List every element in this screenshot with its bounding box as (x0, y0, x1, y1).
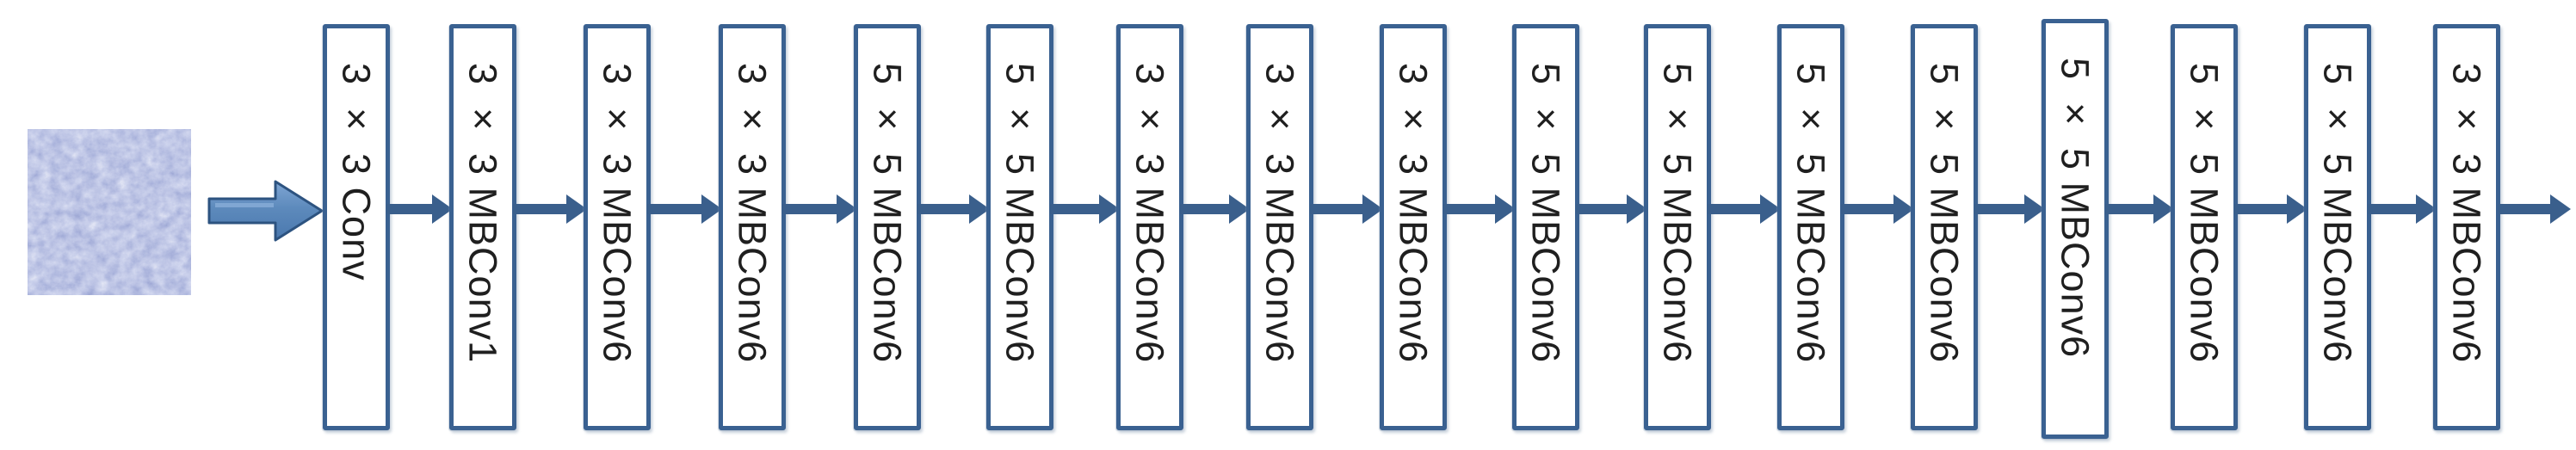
flow-arrow-icon (386, 194, 453, 224)
flow-arrow-icon (1974, 194, 2045, 224)
conv-block-label: 3 × 3 MBConv6 (730, 63, 775, 364)
conv-block-10: 5 × 5 MBConv6 (1512, 24, 1579, 430)
conv-block-16: 5 × 5 MBConv6 (2304, 24, 2371, 430)
conv-block-7: 3 × 3 MBConv6 (1116, 24, 1183, 430)
flow-arrow-icon (513, 194, 587, 224)
flow-arrow-icon (1050, 194, 1120, 224)
conv-block-3: 3 × 3 MBConv6 (584, 24, 651, 430)
conv-block-label: 5 × 5 MBConv6 (1922, 63, 1967, 364)
conv-block-label: 3 × 3 MBConv6 (1127, 63, 1172, 364)
flow-arrow-icon (2105, 194, 2174, 224)
conv-block-6: 5 × 5 MBConv6 (986, 24, 1053, 430)
conv-block-label: 3 × 3 MBConv6 (2444, 63, 2489, 364)
conv-block-label: 5 × 5 MBConv6 (865, 63, 910, 364)
flow-arrow-icon (1180, 194, 1250, 224)
flow-arrow-icon (647, 194, 722, 224)
conv-block-label: 3 × 3 MBConv6 (595, 63, 639, 364)
output-arrow-icon (2499, 194, 2571, 224)
flow-arrow-icon (1841, 194, 1914, 224)
conv-block-4: 3 × 3 MBConv6 (719, 24, 786, 430)
conv-block-8: 3 × 3 MBConv6 (1246, 24, 1313, 430)
conv-block-9: 3 × 3 MBConv6 (1380, 24, 1447, 430)
conv-block-13: 5 × 5 MBConv6 (1911, 24, 1978, 430)
conv-block-label: 5 × 5 MBConv6 (2053, 58, 2097, 359)
conv-block-2: 3 × 3 MBConv1 (449, 24, 516, 430)
conv-block-label: 5 × 5 MBConv6 (998, 63, 1042, 364)
input-image (28, 129, 191, 295)
flow-arrow-icon (1576, 194, 1647, 224)
conv-block-label: 5 × 5 MBConv6 (1523, 63, 1568, 364)
flow-arrow-icon (2368, 194, 2437, 224)
flow-arrow-icon (1443, 194, 1516, 224)
conv-block-label: 5 × 5 MBConv6 (2315, 63, 2360, 364)
tissue-texture-icon (28, 129, 191, 295)
conv-block-17: 3 × 3 MBConv6 (2433, 24, 2500, 430)
conv-block-label: 3 × 3 MBConv6 (1391, 63, 1436, 364)
conv-block-label: 5 × 5 MBConv6 (2182, 63, 2227, 364)
conv-block-label: 5 × 5 MBConv6 (1655, 63, 1700, 364)
conv-block-label: 5 × 5 MBConv6 (1788, 63, 1833, 364)
flow-arrow-icon (1708, 194, 1781, 224)
conv-block-14: 5 × 5 MBConv6 (2042, 19, 2109, 439)
input-arrow-icon (207, 180, 324, 242)
conv-block-5: 5 × 5 MBConv6 (854, 24, 921, 430)
conv-block-label: 3 × 3 MBConv6 (1257, 63, 1302, 364)
flow-arrow-icon (2234, 194, 2307, 224)
conv-block-1: 3 × 3 Conv (323, 24, 390, 430)
conv-block-label: 3 × 3 MBConv1 (460, 63, 505, 364)
conv-block-15: 5 × 5 MBConv6 (2171, 24, 2238, 430)
conv-block-12: 5 × 5 MBConv6 (1777, 24, 1844, 430)
flow-arrow-icon (1310, 194, 1383, 224)
conv-block-11: 5 × 5 MBConv6 (1644, 24, 1711, 430)
flow-arrow-icon (782, 194, 857, 224)
conv-block-label: 3 × 3 Conv (334, 63, 379, 281)
flow-arrow-icon (917, 194, 990, 224)
